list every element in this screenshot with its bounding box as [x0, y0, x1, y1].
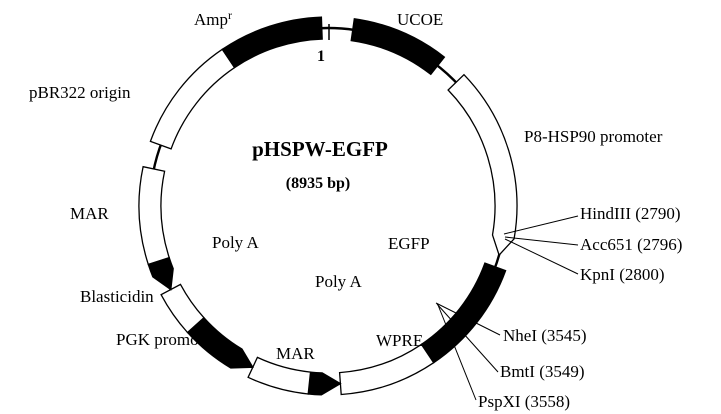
site-acc651: Acc651 (2796): [580, 235, 682, 254]
site-hindiii: HindIII (2790): [580, 204, 681, 223]
segment-poly-a-bottom: [307, 371, 342, 396]
plasmid-name: pHSPW-EGFP: [252, 137, 388, 161]
site-leader-lines: [435, 215, 579, 401]
leader-pspxi: [437, 304, 477, 401]
segment-ampr: [221, 16, 323, 69]
label-mar-left: MAR: [70, 204, 109, 223]
feature-segments: [138, 16, 518, 396]
plasmid-size: (8935 bp): [286, 175, 350, 192]
label-egfp: EGFP: [388, 234, 430, 253]
leader-acc651: [504, 236, 579, 246]
label-poly-a-left: Poly A: [212, 233, 259, 252]
label-mar-bottom: MAR: [276, 344, 315, 363]
segment-egfp: [420, 262, 507, 364]
label-poly-a-bottom: Poly A: [315, 272, 362, 291]
site-pspxi: PspXI (3558): [478, 392, 570, 411]
segment-mar-left: [138, 165, 171, 266]
label-p8-hsp90-promoter: P8-HSP90 promoter: [524, 127, 663, 146]
leader-nhei: [435, 302, 501, 336]
segment-p8-hsp90-promoter: [447, 73, 518, 257]
leader-bmti: [436, 303, 499, 373]
leader-hindiii: [503, 215, 579, 235]
label-wpre: WPRE: [376, 331, 423, 350]
label-pbr322-origin: pBR322 origin: [29, 83, 131, 102]
site-nhei: NheI (3545): [503, 326, 587, 345]
segment-ucoe: [350, 18, 446, 76]
label-ucoe: UCOE: [397, 10, 443, 29]
leader-kpni: [504, 238, 579, 275]
site-kpni: KpnI (2800): [580, 265, 665, 284]
label-pgk-promoter: PGK promoter: [116, 330, 217, 349]
segment-mar-bottom: [247, 356, 312, 395]
segment-pbr322-origin: [149, 48, 236, 150]
label-ampr: Ampr: [194, 8, 232, 29]
origin-marker: 1: [317, 48, 325, 65]
site-bmti: BmtI (3549): [500, 362, 585, 381]
segment-wpre: [338, 343, 435, 396]
label-blasticidin: Blasticidin: [80, 287, 154, 306]
